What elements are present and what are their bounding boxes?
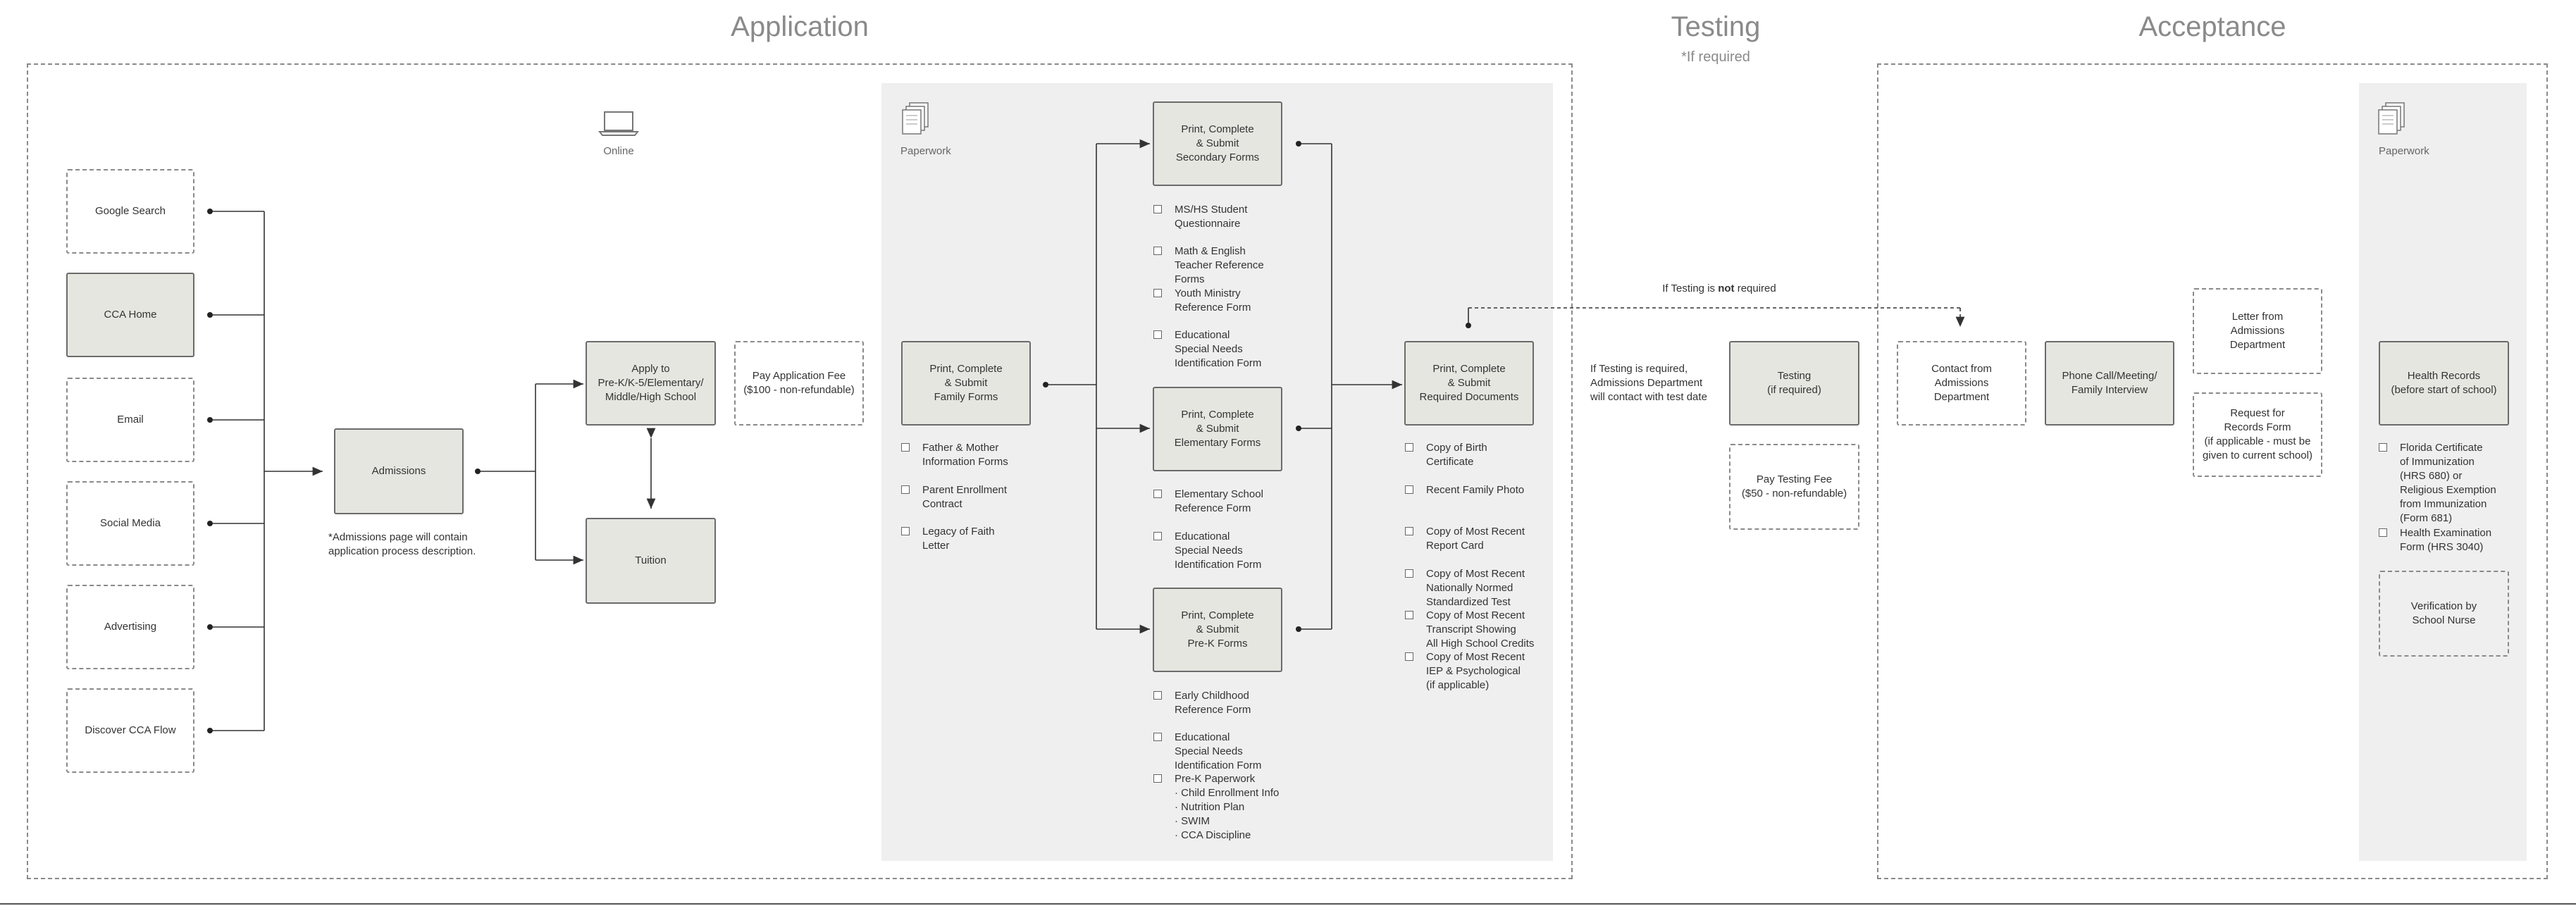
tuition-box[interactable]: Tuition (586, 518, 716, 604)
application-paperwork-panel (881, 83, 1553, 861)
source-google-search[interactable]: Google Search (66, 169, 194, 254)
checkbox[interactable] (2379, 443, 2387, 452)
testing-title: Testing (1671, 11, 1761, 42)
source-cca-home[interactable]: CCA Home (66, 273, 194, 357)
checklist-item[interactable]: Youth Ministry Reference Form (1153, 287, 1294, 315)
checkbox[interactable] (1405, 485, 1413, 494)
source-advertising[interactable]: Advertising (66, 585, 194, 669)
checkbox[interactable] (1153, 691, 1162, 700)
if-testing-not-required-label: If Testing is not required (1662, 283, 1776, 294)
prek-forms-box[interactable]: Print, Complete & Submit Pre-K Forms (1153, 588, 1282, 672)
source-email[interactable]: Email (66, 378, 194, 462)
laptop-icon (597, 111, 640, 136)
checklist-item[interactable]: Copy of Birth Certificate (1405, 441, 1553, 469)
paperwork-icon (902, 102, 929, 135)
secondary-forms-box[interactable]: Print, Complete & Submit Secondary Forms (1153, 101, 1282, 186)
letter-from-admissions-box[interactable]: Letter from Admissions Department (2193, 288, 2322, 374)
checklist-item[interactable]: Copy of Most Recent Transcript Showing A… (1405, 609, 1553, 651)
checklist-item[interactable]: Health Examination Form (HRS 3040) (2379, 526, 2523, 554)
acceptance-title: Acceptance (2138, 11, 2286, 42)
pay-testing-fee-box[interactable]: Pay Testing Fee ($50 - non-refundable) (1729, 444, 1859, 530)
checkbox[interactable] (2379, 528, 2387, 537)
checkbox[interactable] (1153, 733, 1162, 741)
checkbox[interactable] (901, 485, 910, 494)
checklist-item[interactable]: Copy of Most Recent Report Card (1405, 525, 1553, 553)
checkbox[interactable] (1153, 330, 1162, 339)
checklist-item[interactable]: Early Childhood Reference Form (1153, 689, 1294, 717)
checkbox[interactable] (1153, 532, 1162, 540)
checkbox[interactable] (1153, 205, 1162, 213)
checkbox[interactable] (1405, 611, 1413, 619)
checkbox[interactable] (901, 443, 910, 452)
pay-application-fee-box[interactable]: Pay Application Fee ($100 - non-refundab… (734, 341, 864, 426)
checklist-item[interactable]: Copy of Most Recent Nationally Normed St… (1405, 567, 1553, 609)
interview-box[interactable]: Phone Call/Meeting/ Family Interview (2045, 341, 2174, 426)
checkbox[interactable] (1405, 443, 1413, 452)
checklist-item[interactable]: Legacy of Faith Letter (901, 525, 1042, 553)
checklist-item[interactable]: Pre-K Paperwork · Child Enrollment Info … (1153, 772, 1294, 843)
bottom-rule (0, 903, 2576, 905)
contact-admissions-box[interactable]: Contact from Admissions Department (1897, 341, 2026, 426)
admissions-box[interactable]: Admissions (334, 428, 464, 514)
admissions-note: *Admissions page will contain applicatio… (328, 531, 476, 557)
testing-note: If Testing is required, Admissions Depar… (1590, 363, 1707, 403)
acceptance-frame (1877, 63, 2548, 879)
checkbox[interactable] (1405, 652, 1413, 661)
source-social-media[interactable]: Social Media (66, 481, 194, 566)
checklist-item[interactable]: Educational Special Needs Identification… (1153, 731, 1294, 773)
checklist-item[interactable]: Educational Special Needs Identification… (1153, 530, 1294, 572)
elementary-forms-box[interactable]: Print, Complete & Submit Elementary Form… (1153, 387, 1282, 471)
checkbox[interactable] (901, 527, 910, 535)
checklist-item[interactable]: Copy of Most Recent IEP & Psychological … (1405, 650, 1553, 693)
checklist-item[interactable]: Recent Family Photo (1405, 483, 1553, 497)
paperwork-label: Paperwork (900, 145, 951, 157)
application-frame (27, 63, 1573, 879)
family-forms-box[interactable]: Print, Complete & Submit Family Forms (901, 341, 1031, 426)
source-discover-cca-flow[interactable]: Discover CCA Flow (66, 688, 194, 773)
required-documents-box[interactable]: Print, Complete & Submit Required Docume… (1404, 341, 1534, 426)
records-request-box[interactable]: Request for Records Form (if applicable … (2193, 392, 2322, 477)
paperwork-label-acceptance: Paperwork (2379, 145, 2429, 157)
nurse-verification-box[interactable]: Verification by School Nurse (2379, 571, 2509, 657)
checklist-item[interactable]: Math & English Teacher Reference Forms (1153, 244, 1294, 287)
checkbox[interactable] (1405, 527, 1413, 535)
acceptance-paperwork-panel (2359, 83, 2527, 861)
checklist-item[interactable]: Florida Certificate of Immunization (HRS… (2379, 441, 2523, 526)
checkbox[interactable] (1153, 247, 1162, 255)
checkbox[interactable] (1153, 774, 1162, 783)
apply-box[interactable]: Apply to Pre-K/K-5/Elementary/ Middle/Hi… (586, 341, 716, 426)
checkbox[interactable] (1153, 490, 1162, 498)
application-title: Application (731, 11, 869, 42)
checklist-item[interactable]: Parent Enrollment Contract (901, 483, 1042, 511)
checklist-item[interactable]: Father & Mother Information Forms (901, 441, 1042, 469)
online-label: Online (603, 145, 634, 157)
checkbox[interactable] (1153, 289, 1162, 297)
checklist-item[interactable]: Elementary School Reference Form (1153, 488, 1294, 516)
checkbox[interactable] (1405, 569, 1413, 578)
health-records-box[interactable]: Health Records (before start of school) (2379, 341, 2509, 426)
paperwork-icon-acceptance (2378, 102, 2405, 135)
checklist-item[interactable]: MS/HS Student Questionnaire (1153, 203, 1294, 231)
testing-subtitle: *If required (1681, 49, 1750, 65)
testing-box[interactable]: Testing (if required) (1729, 341, 1859, 426)
checklist-item[interactable]: Educational Special Needs Identification… (1153, 328, 1294, 371)
